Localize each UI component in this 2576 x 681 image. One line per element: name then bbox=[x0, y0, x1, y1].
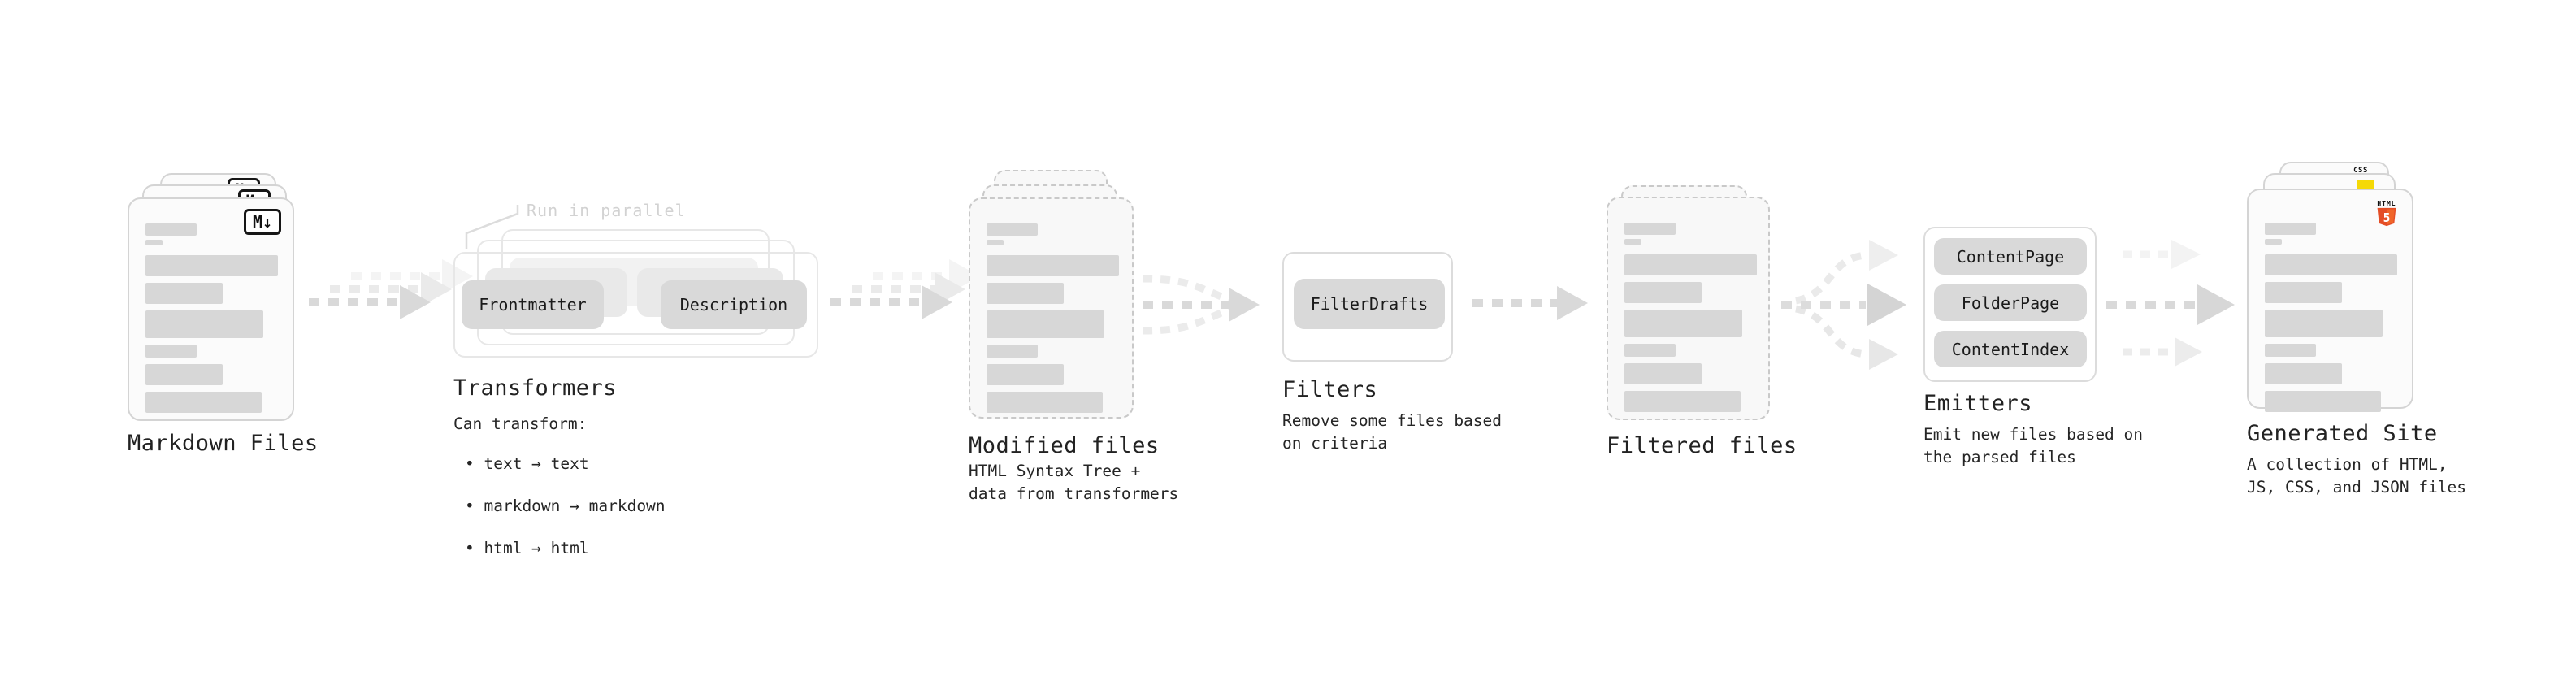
content-bar bbox=[145, 310, 263, 338]
content-bar bbox=[1624, 344, 1676, 357]
content-bar bbox=[987, 240, 1004, 245]
frontmatter-pill: Frontmatter bbox=[462, 280, 604, 329]
content-bar bbox=[145, 223, 197, 236]
generated-site-desc: A collection of HTML, JS, CSS, and JSON … bbox=[2247, 455, 2467, 497]
filtered-file-card-front bbox=[1607, 197, 1770, 420]
modified-file-card-front bbox=[969, 197, 1134, 419]
content-bar bbox=[987, 310, 1104, 338]
content-bar bbox=[1624, 310, 1742, 337]
bullet-item: • markdown → markdown bbox=[465, 497, 666, 515]
arrow-modified-to-filters-merge bbox=[1142, 275, 1260, 335]
modified-files-desc: HTML Syntax Tree + data from transformer… bbox=[969, 462, 1179, 503]
content-bar bbox=[145, 364, 223, 385]
content-bar bbox=[987, 255, 1119, 276]
file-content-placeholder bbox=[987, 223, 1119, 419]
description-pill: Description bbox=[661, 280, 807, 329]
emitter-pill-contentpage: ContentPage bbox=[1934, 238, 2087, 275]
transformers-label: Transformers bbox=[453, 375, 618, 401]
content-bar bbox=[1624, 239, 1641, 245]
content-bar bbox=[1624, 223, 1676, 235]
content-bar bbox=[2265, 223, 2316, 235]
arrow-filtered-to-emitters-fanout bbox=[1781, 240, 1906, 370]
markdown-files-label: Markdown Files bbox=[128, 431, 319, 456]
content-bar bbox=[1624, 363, 1702, 384]
markdown-icon-glyph: M↓ bbox=[252, 212, 273, 232]
arrow-markdown-to-transformers bbox=[309, 259, 473, 319]
content-bar bbox=[145, 345, 197, 358]
html5-shield: 5 bbox=[2377, 207, 2396, 227]
content-bar bbox=[145, 255, 278, 276]
arrow-transformers-to-modified bbox=[830, 259, 980, 319]
content-bar bbox=[2265, 239, 2282, 245]
content-bar bbox=[145, 283, 223, 304]
content-bar bbox=[2265, 363, 2342, 384]
content-bar bbox=[145, 392, 262, 413]
bullet-item: • html → html bbox=[465, 539, 589, 557]
html-file-card: HTML 5 bbox=[2247, 189, 2413, 412]
arrow-emitters-to-generated bbox=[2106, 240, 2235, 367]
emitters-desc: Emit new files based on the parsed files bbox=[1923, 425, 2144, 466]
content-bar bbox=[2265, 391, 2381, 412]
markdown-file-card-front: M↓ bbox=[128, 197, 294, 421]
bullet-item: • text → text bbox=[465, 454, 589, 473]
transformer-frame-front bbox=[453, 252, 818, 358]
filtered-files-label: Filtered files bbox=[1607, 433, 1798, 458]
transformers-desc-title: Can transform: bbox=[453, 414, 588, 433]
emitter-pill-contentindex: ContentIndex bbox=[1934, 331, 2087, 367]
emitter-pill-folderpage: FolderPage bbox=[1934, 284, 2087, 321]
content-bar bbox=[2265, 282, 2342, 303]
run-in-parallel-annotation: Run in parallel bbox=[527, 201, 686, 220]
filters-desc: Remove some files based on criteria bbox=[1282, 411, 1503, 453]
html5-icon-label: HTML bbox=[2377, 200, 2396, 207]
content-bar bbox=[1624, 254, 1757, 275]
html5-icon-glyph: 5 bbox=[2383, 211, 2391, 225]
markdown-icon: M↓ bbox=[244, 209, 281, 235]
content-bar bbox=[2265, 254, 2397, 275]
generated-site-label: Generated Site bbox=[2247, 421, 2438, 446]
content-bar bbox=[987, 345, 1038, 358]
content-bar bbox=[987, 283, 1064, 304]
transformers-bullet-list: • text → text • markdown → markdown • ht… bbox=[465, 432, 666, 580]
file-content-placeholder bbox=[145, 223, 278, 419]
emitters-label: Emitters bbox=[1923, 391, 2033, 416]
modified-files-label: Modified files bbox=[969, 433, 1160, 458]
arrow-filters-to-filtered bbox=[1472, 286, 1588, 320]
content-bar bbox=[1624, 391, 1741, 412]
content-bar bbox=[2265, 310, 2383, 337]
content-bar bbox=[987, 392, 1103, 413]
filters-label: Filters bbox=[1282, 377, 1378, 402]
filterdrafts-pill: FilterDrafts bbox=[1294, 279, 1445, 329]
file-content-placeholder bbox=[2265, 223, 2397, 419]
css-icon-label: CSS bbox=[2353, 167, 2368, 175]
content-bar bbox=[987, 223, 1038, 236]
content-bar bbox=[145, 240, 163, 245]
content-bar bbox=[987, 364, 1064, 385]
content-bar bbox=[2265, 344, 2316, 357]
html5-icon: HTML 5 bbox=[2374, 200, 2399, 232]
content-bar bbox=[1624, 282, 1702, 303]
file-content-placeholder bbox=[1624, 223, 1757, 419]
